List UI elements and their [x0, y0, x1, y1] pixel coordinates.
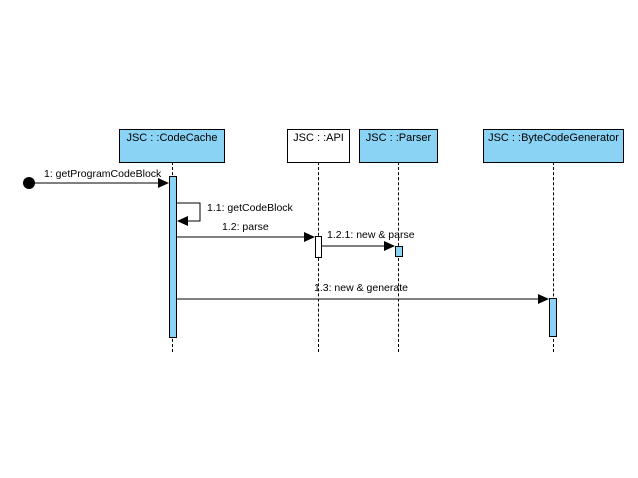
message-line-1-1 — [177, 202, 201, 222]
message-label-1-3: 1.3: new & generate — [314, 282, 408, 294]
arrowhead-1-3 — [538, 294, 549, 304]
found-message-start — [23, 177, 35, 189]
activation-parser — [395, 246, 403, 257]
message-label-1: 1: getProgramCodeBlock — [44, 168, 162, 180]
activation-bytecodegenerator — [549, 298, 557, 337]
activation-api — [315, 236, 322, 258]
participant-label: JSC : :CodeCache — [126, 132, 218, 144]
arrowhead-1 — [158, 178, 169, 188]
arrowhead-1-2-1 — [384, 241, 395, 251]
participant-parser[interactable]: JSC : :Parser — [359, 129, 438, 163]
message-label-1-1: 1.1: getCodeBlock — [207, 202, 293, 214]
message-label-1-2-1: 1.2.1: new & parse — [327, 229, 415, 241]
participant-api[interactable]: JSC : :API — [287, 129, 350, 163]
participant-label: JSC : :Parser — [365, 132, 432, 144]
arrowhead-1-1 — [177, 216, 188, 226]
participant-label: JSC : :ByteCodeGenerator — [488, 132, 619, 144]
participant-label: JSC : :API — [293, 132, 344, 144]
lifeline-parser — [398, 162, 399, 352]
lifeline-bytecodegenerator — [553, 162, 554, 352]
participant-bytecodegenerator[interactable]: JSC : :ByteCodeGenerator — [483, 129, 624, 163]
message-label-1-2: 1.2: parse — [222, 221, 269, 233]
arrowhead-1-2 — [304, 232, 315, 242]
participant-codecache[interactable]: JSC : :CodeCache — [119, 129, 225, 163]
activation-codecache — [169, 176, 177, 338]
